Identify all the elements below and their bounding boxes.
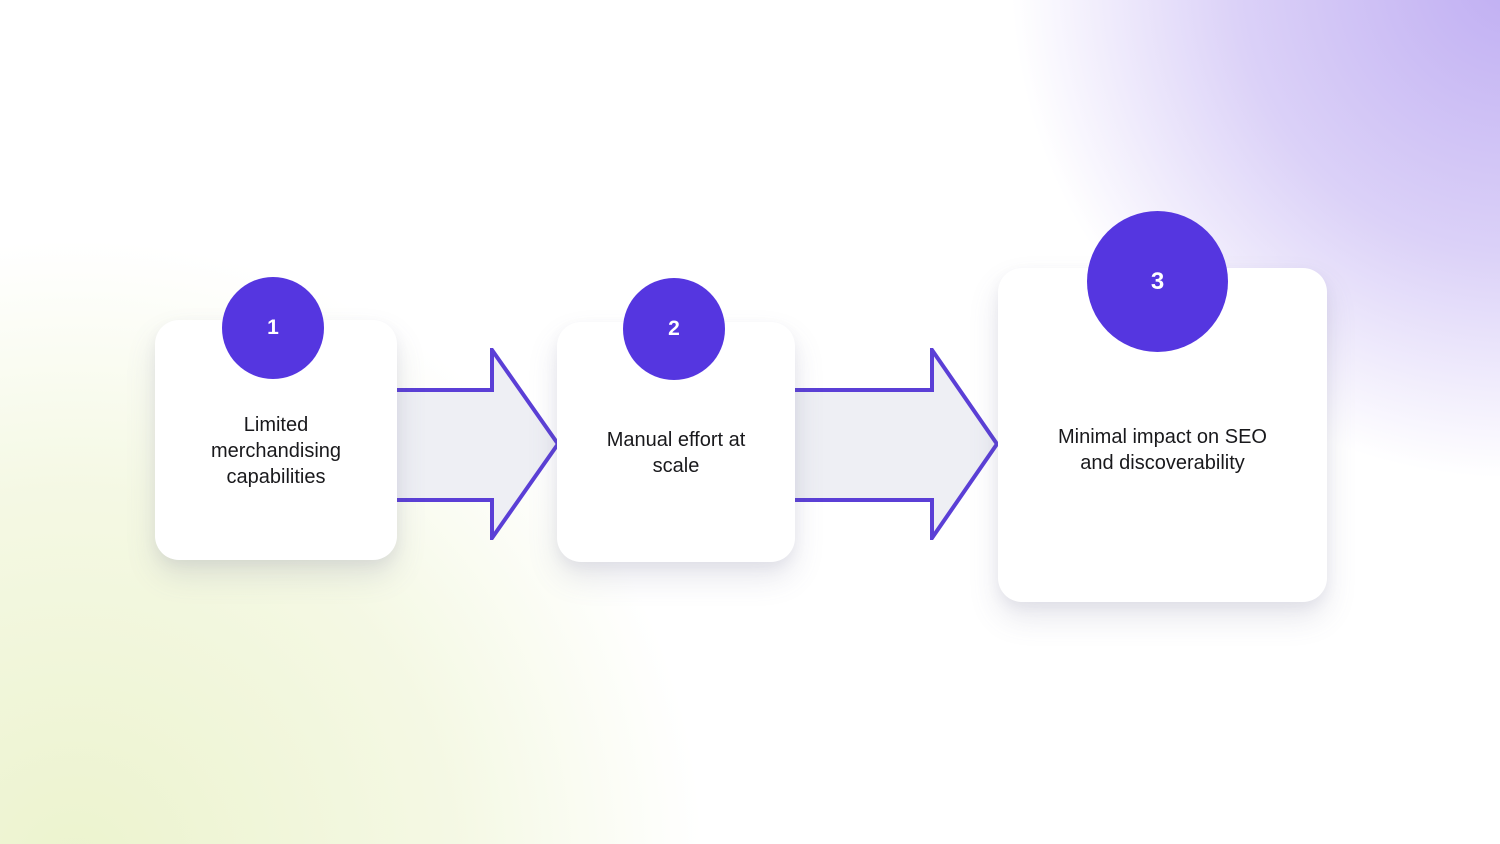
step-number-badge-3: 3 [1087, 211, 1228, 352]
step-label-1: Limited merchandising capabilities [210, 414, 342, 488]
step-number-3: 3 [1150, 267, 1165, 295]
flow-arrow-2-icon [775, 348, 999, 540]
step-card-1: 1 Limited merchandising capabilities [155, 277, 397, 560]
step-label-2: Manual effort at scale [606, 429, 746, 477]
step-number-badge-2: 2 [623, 278, 725, 380]
flow-arrow-1-icon [380, 348, 560, 540]
step-number-badge-1: 1 [222, 277, 324, 379]
step-number-1: 1 [267, 316, 279, 339]
step-card-2: 2 Manual effort at scale [557, 278, 795, 562]
step-label-3: Minimal impact on SEO and discoverabilit… [1058, 426, 1267, 474]
step-card-3: 3 Minimal impact on SEO and discoverabil… [998, 211, 1327, 602]
step-number-2: 2 [668, 317, 680, 340]
